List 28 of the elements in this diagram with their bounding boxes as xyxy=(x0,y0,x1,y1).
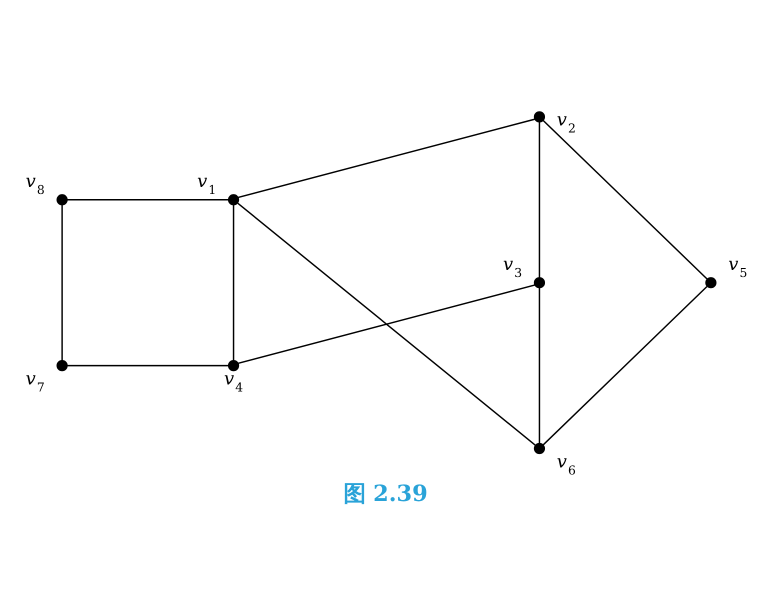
node-label: v$_{3}$ xyxy=(503,254,522,280)
node-circle xyxy=(228,360,240,372)
node-label: v$_{7}$ xyxy=(26,368,45,394)
connector xyxy=(232,204,234,361)
node-label: v$_{5}$ xyxy=(728,254,748,280)
node-circle xyxy=(534,111,546,122)
node-circle xyxy=(228,194,240,206)
node-label: v$_{2}$ xyxy=(556,110,576,136)
connector xyxy=(61,204,63,361)
node-circle xyxy=(56,194,68,206)
caption: 图 2.39 xyxy=(343,481,428,508)
connector xyxy=(542,286,708,446)
node-circle xyxy=(534,277,546,288)
node-circle xyxy=(705,277,716,288)
node-label: v$_{8}$ xyxy=(26,171,45,198)
connector xyxy=(538,288,540,444)
node-label: v$_{1}$ xyxy=(197,171,216,198)
connector xyxy=(538,122,540,278)
connector xyxy=(67,364,228,366)
connector xyxy=(67,199,228,200)
node-circle xyxy=(56,360,68,372)
node-label: v$_{6}$ xyxy=(556,451,576,478)
connector xyxy=(542,120,708,280)
connector xyxy=(237,202,536,446)
node-circle xyxy=(534,442,546,454)
node-label: v$_{4}$ xyxy=(224,368,244,394)
connector xyxy=(238,118,535,198)
connector xyxy=(238,284,535,364)
